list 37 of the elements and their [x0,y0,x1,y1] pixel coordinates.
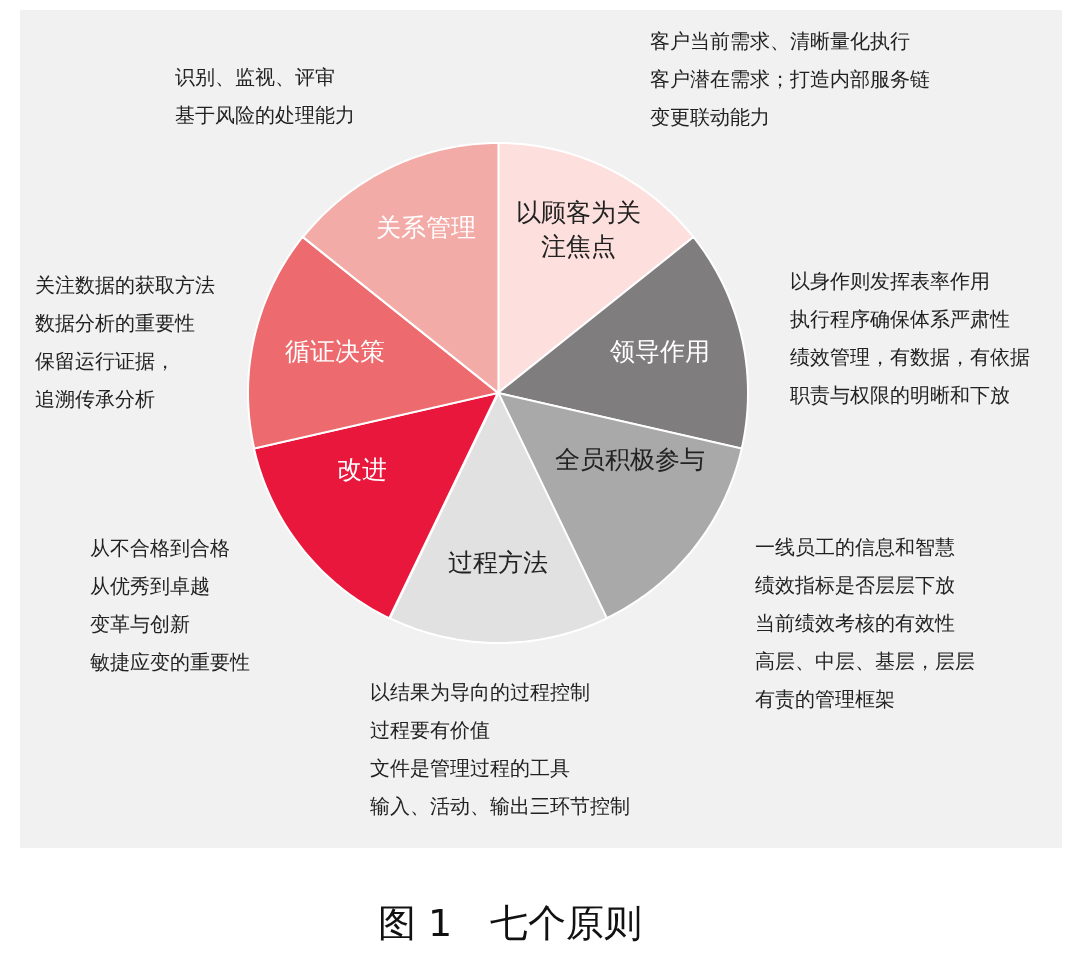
annotation-text: 客户当前需求、清晰量化执行 [650,29,910,53]
annotation-text: 文件是管理过程的工具 [370,756,570,780]
slice-label: 以顾客为关注焦点 [514,197,642,263]
annotation-text: 变革与创新 [90,612,190,636]
annotation-text: 识别、监视、评审 [175,65,335,89]
annotation-text: 输入、活动、输出三环节控制 [370,794,630,818]
pie-slice [498,393,742,619]
annotation-text: 执行程序确保体系严肃性 [790,307,1010,331]
annotation-text: 从优秀到卓越 [90,574,210,598]
annotation-text: 客户潜在需求；打造内部服务链 [650,67,930,91]
annotation-text: 数据分析的重要性 [35,311,195,335]
annotation-text: 关注数据的获取方法 [35,273,215,297]
slice-label: 改进 [337,454,387,486]
pie-slice [254,393,498,619]
annotation-text: 基于风险的处理能力 [175,103,355,127]
annotation-text: 一线员工的信息和智慧 [755,535,955,559]
annotation-text: 有责的管理框架 [755,687,895,711]
slice-label: 过程方法 [448,547,548,579]
annotation-text: 当前绩效考核的有效性 [755,611,955,635]
annotation-text: 高层、中层、基层，层层 [755,649,975,673]
annotation-text: 职责与权限的明晰和下放 [790,383,1010,407]
annotation-text: 从不合格到合格 [90,536,230,560]
annotation-text: 绩效指标是否层层下放 [755,573,955,597]
annotation-text: 以身作则发挥表率作用 [790,269,990,293]
figure-caption: 图 1 七个原则 [376,900,644,947]
slice-label: 循证决策 [285,336,385,368]
slice-label: 全员积极参与 [555,444,705,476]
annotation-text: 追溯传承分析 [35,387,155,411]
slice-label: 领导作用 [610,336,710,368]
annotation-text: 过程要有价值 [370,718,490,742]
annotation-text: 敏捷应变的重要性 [90,650,250,674]
annotation-text: 绩效管理，有数据，有依据 [790,345,1030,369]
pie-slice [389,393,607,643]
slice-label: 关系管理 [376,212,476,244]
annotation-text: 以结果为导向的过程控制 [370,680,590,704]
annotation-text: 变更联动能力 [650,105,770,129]
annotation-text: 保留运行证据， [35,349,175,373]
